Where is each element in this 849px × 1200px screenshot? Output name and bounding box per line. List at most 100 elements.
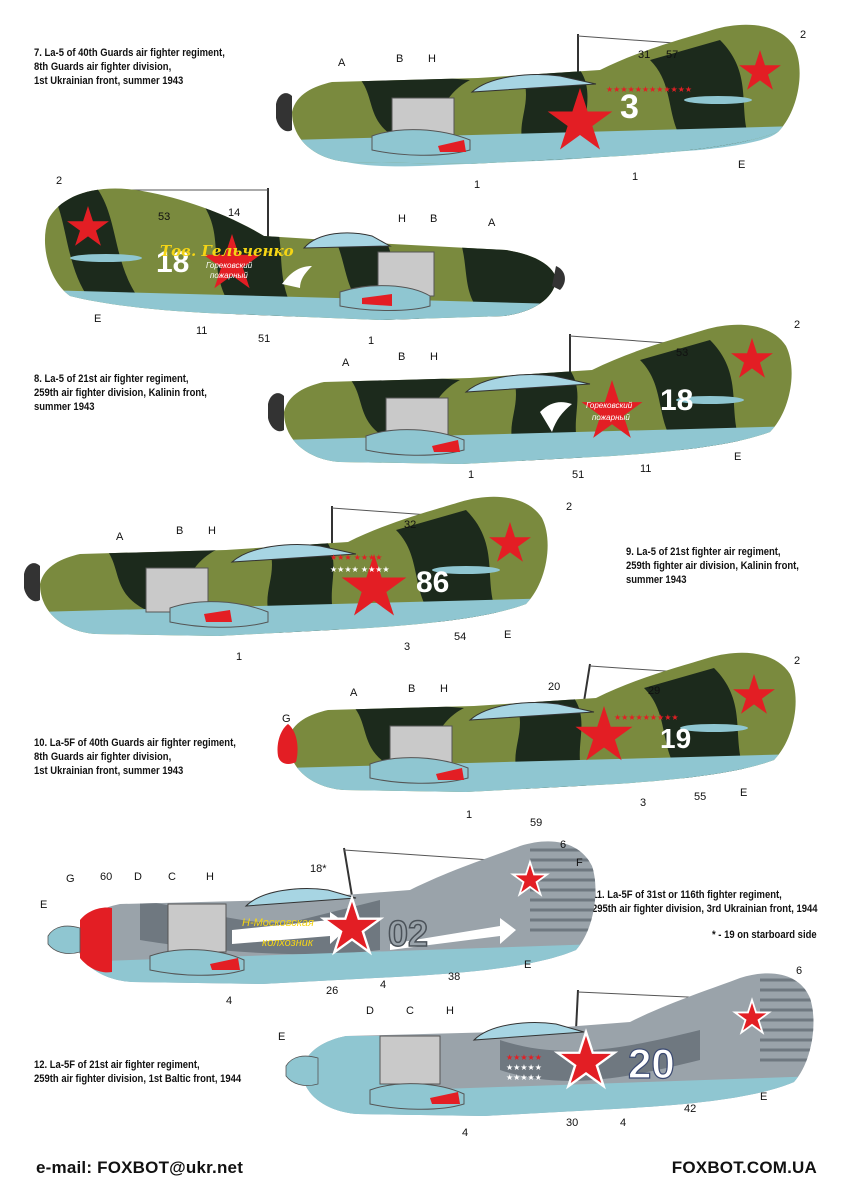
aircraft-number: 86: [416, 566, 449, 599]
svg-text:H: H: [206, 871, 214, 883]
slogan-gorekovsky: Горековский: [206, 261, 253, 270]
caption-profile-7: 7. La-5 of 40th Guards air fighter regim…: [34, 46, 225, 88]
svg-text:1: 1: [236, 651, 242, 663]
slogan-n-moskovskaya: Н-Московская: [242, 917, 314, 929]
caption-line: 11. La-5F of 31st or 116th fighter regim…: [592, 889, 782, 901]
svg-text:1: 1: [474, 179, 480, 191]
svg-text:B: B: [396, 53, 403, 65]
svg-text:54: 54: [454, 631, 466, 643]
svg-text:1: 1: [368, 335, 374, 347]
svg-text:B: B: [408, 683, 415, 695]
svg-text:E: E: [40, 899, 47, 911]
svg-text:11: 11: [640, 463, 651, 475]
slogan-gorekovsky: Горековский: [586, 401, 633, 410]
caption-line: 259th air fighter division, Kalinin fron…: [34, 387, 207, 399]
svg-text:D: D: [134, 871, 142, 883]
svg-text:H: H: [430, 351, 438, 363]
svg-text:E: E: [740, 787, 747, 799]
svg-text:14: 14: [228, 207, 240, 219]
callouts-profile-6: 59 6 F 18* G 60 D C H E E 4 26 4 38: [40, 817, 583, 1007]
svg-text:H: H: [398, 213, 406, 225]
svg-text:4: 4: [620, 1117, 626, 1129]
profile-8: Горековский пожарный 18 A B H 53 2 1 51 …: [268, 319, 800, 481]
svg-text:A: A: [350, 687, 358, 699]
profile-7-starboard: 18 Тов. Гельченко Горековский пожарный 2…: [44, 175, 565, 347]
footer-email[interactable]: e-mail: FOXBOT@ukr.net: [36, 1158, 244, 1177]
svg-text:1: 1: [468, 469, 474, 481]
svg-text:51: 51: [572, 469, 584, 481]
callouts-profile-2: 2 53 14 H B A E 11 51 1: [56, 175, 496, 347]
caption-profile-10: 10. La-5F of 40th Guards air fighter reg…: [34, 736, 236, 778]
caption-line: 8th Guards air fighter division,: [34, 751, 172, 763]
caption-line: 7. La-5 of 40th Guards air fighter regim…: [34, 47, 225, 59]
svg-text:26: 26: [326, 985, 338, 997]
svg-text:G: G: [282, 713, 291, 725]
aircraft-number: 18: [660, 384, 693, 417]
svg-text:E: E: [734, 451, 741, 463]
aircraft-number: 02: [388, 913, 428, 954]
svg-text:E: E: [504, 629, 511, 641]
svg-text:E: E: [524, 959, 531, 971]
slogan-pozharny: пожарный: [592, 413, 630, 422]
svg-text:★★★★★: ★★★★★: [506, 1073, 542, 1082]
svg-text:4: 4: [226, 995, 232, 1007]
aircraft-number: 19: [660, 723, 691, 754]
callouts-profile-7: D C H 6 E 4 30 4 42 E: [278, 965, 802, 1139]
profile-9: 86 ★★★ ★★★★★★★★ ★★★★ A B H 32 2 1 3 54 E: [24, 496, 572, 663]
caption-line: 259th fighter air division, Kalinin fron…: [626, 560, 799, 572]
svg-text:3: 3: [640, 797, 646, 809]
aircraft-number: 18: [156, 246, 189, 279]
svg-text:4: 4: [380, 979, 386, 991]
svg-text:C: C: [406, 1005, 414, 1017]
caption-line: * - 19 on starboard side: [712, 929, 817, 941]
svg-text:A: A: [488, 217, 496, 229]
svg-text:★★★★★: ★★★★★: [506, 1063, 542, 1072]
caption-line: summer 1943: [34, 401, 95, 413]
profile-11: 02 Н-Московская колхозник 59 6 F 18* G 6…: [40, 817, 596, 1007]
caption-line: 12. La-5F of 21st air fighter regiment,: [34, 1059, 200, 1071]
callouts-profile-3: A B H 53 2 1 51 11 E: [342, 319, 800, 481]
profile-7-port: 3 ★★★★★★★★★★★★ A B H 31 57 2 1 1 E: [276, 24, 806, 191]
svg-text:B: B: [430, 213, 437, 225]
caption-profile-12: 12. La-5F of 21st air fighter regiment, …: [34, 1058, 241, 1086]
svg-text:42: 42: [684, 1103, 696, 1115]
svg-text:3: 3: [404, 641, 410, 653]
footer-website[interactable]: FOXBOT.COM.UA: [671, 1158, 817, 1177]
svg-text:29: 29: [648, 685, 660, 697]
svg-text:B: B: [398, 351, 405, 363]
svg-text:E: E: [760, 1091, 767, 1103]
caption-profile-8: 8. La-5 of 21st air fighter regiment, 25…: [34, 372, 207, 414]
svg-text:38: 38: [448, 971, 460, 983]
profile-10: 19 ★★★★★★★★★ G A B H 20 29 2 1 3 55 E: [277, 652, 800, 821]
svg-text:32: 32: [404, 519, 416, 531]
svg-text:H: H: [428, 53, 436, 65]
svg-text:51: 51: [258, 333, 270, 345]
svg-text:H: H: [208, 525, 216, 537]
caption-note-starboard: * - 19 on starboard side: [712, 928, 817, 942]
svg-text:H: H: [446, 1005, 454, 1017]
caption-line: summer 1943: [626, 574, 687, 586]
caption-line: 295th air fighter division, 3rd Ukrainia…: [592, 903, 818, 915]
slogan-kolkhoznik: колхозник: [262, 937, 314, 949]
svg-text:1: 1: [632, 171, 638, 183]
svg-text:53: 53: [676, 347, 688, 359]
svg-text:31: 31: [638, 49, 650, 61]
svg-text:6: 6: [796, 965, 802, 977]
svg-text:A: A: [116, 531, 124, 543]
svg-text:6: 6: [560, 839, 566, 851]
slogan-pozharny: пожарный: [210, 271, 248, 280]
callouts-profile-5: G A B H 20 29 2 1 3 55 E: [282, 655, 800, 821]
svg-text:F: F: [576, 857, 583, 869]
svg-text:H: H: [440, 683, 448, 695]
svg-text:★★★ ★★★★: ★★★ ★★★★: [330, 553, 382, 562]
svg-text:2: 2: [566, 501, 572, 513]
caption-line: 8. La-5 of 21st air fighter regiment,: [34, 373, 189, 385]
svg-text:60: 60: [100, 871, 112, 883]
svg-text:2: 2: [800, 29, 806, 41]
svg-text:★★★★★★★★★: ★★★★★★★★★: [614, 713, 679, 722]
svg-text:55: 55: [694, 791, 706, 803]
svg-text:E: E: [94, 313, 101, 325]
profile-12: 20 ★★★★★★★★★★★★★★★ D C H 6 E 4 30 4 42 E: [278, 965, 814, 1139]
svg-text:57: 57: [666, 49, 678, 61]
